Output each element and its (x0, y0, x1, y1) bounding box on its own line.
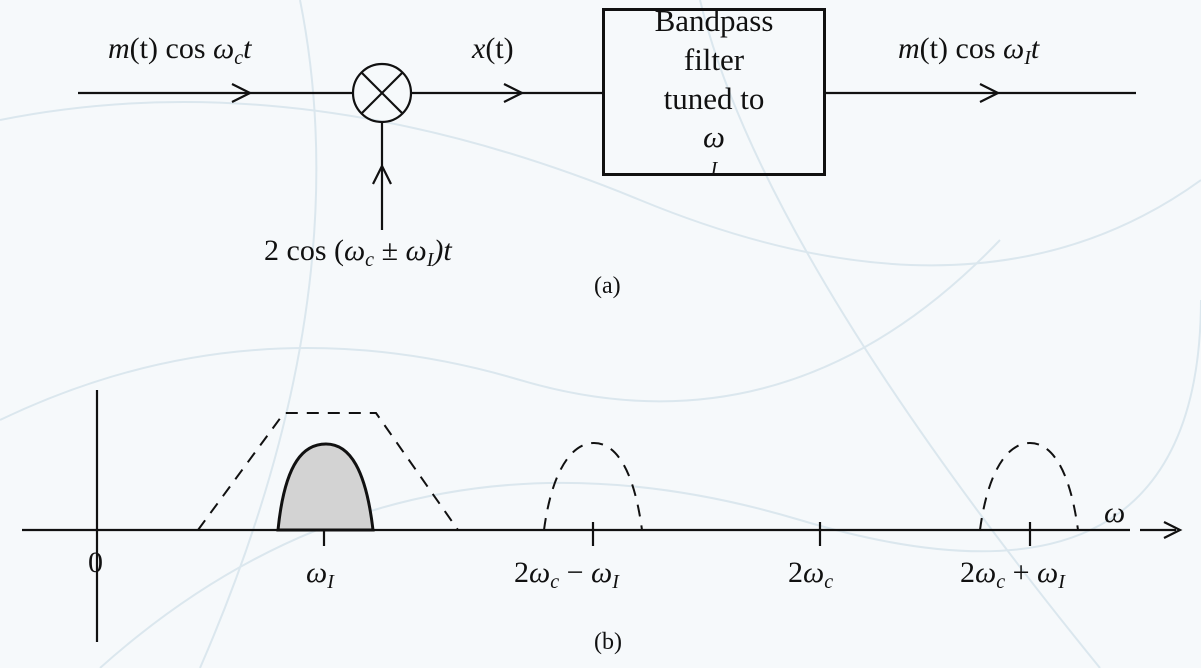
tick1-sub2: I (612, 571, 619, 593)
osc-label-omega1: ω (343, 234, 366, 267)
output-label-cos: cos (948, 32, 1003, 65)
tick1-two: 2 (514, 556, 529, 589)
filter-omega-sub: I (710, 158, 718, 180)
input-label-omega: ω (213, 32, 235, 65)
tick3-sub: c (996, 571, 1006, 593)
tick2-omega: ω (803, 556, 825, 589)
output-label-omega: ω (1003, 32, 1025, 65)
filter-passband-dashed (197, 412, 459, 531)
tick-label-2wc-plus-wi: 2ωc + ωI (960, 556, 1065, 593)
tick3-two: 2 (960, 556, 975, 589)
zero-label: 0 (88, 546, 103, 579)
axis-arrow-head (1163, 521, 1183, 539)
mixer-output-label: x(t) (472, 34, 514, 64)
oscillator-label: 2 cos (ωc ± ωI)t (264, 234, 452, 271)
oscillator-arrow (372, 163, 392, 185)
osc-label-pm: ± (374, 234, 406, 267)
mixer-output-x: x (472, 32, 486, 65)
input-label-paren: (t) (129, 32, 158, 65)
output-label-m: m (898, 32, 920, 65)
image-spectrum-2wc-plus-wi (979, 441, 1079, 531)
input-label-t: t (243, 32, 252, 65)
osc-label-sub2: I (426, 249, 434, 271)
tick-label-2wc: 2ωc (788, 556, 834, 593)
osc-label-omega2: ω (405, 234, 427, 267)
filter-line-1: Bandpass (654, 3, 774, 38)
mixer-output-paren: (t) (485, 32, 514, 65)
mixer-cross-b (361, 72, 403, 114)
input-label-sub: c (234, 47, 244, 69)
tick1-sub: c (550, 571, 560, 593)
tick3-omega: ω (975, 556, 997, 589)
tick2-sub: c (824, 571, 834, 593)
axis-omega: ω (1104, 496, 1126, 529)
osc-label-pre: 2 cos ( (264, 234, 344, 267)
osc-label-post: )t (433, 234, 452, 267)
caption-b: (b) (594, 629, 622, 655)
output-arrow (979, 83, 1001, 103)
input-label-m: m (108, 32, 130, 65)
filter-tuned-to: tuned to (663, 80, 765, 116)
image-spectrum-2wc-minus-wi (543, 441, 643, 531)
tick0-sub: I (327, 571, 334, 593)
input-arrow (231, 83, 253, 103)
mixer-output-arrow (503, 83, 525, 103)
output-label-sub: I (1024, 47, 1031, 69)
caption-a: (a) (594, 273, 621, 299)
output-label-paren: (t) (919, 32, 948, 65)
tick1-op: − (559, 556, 591, 589)
output-label-t: t (1030, 32, 1040, 65)
tick3-omega2: ω (1037, 556, 1059, 589)
tick-label-omega-i: ωI (306, 556, 334, 593)
tick3-op: + (1005, 556, 1037, 589)
tick1-omega: ω (529, 556, 551, 589)
filter-omega: ω (703, 119, 725, 155)
osc-label-sub1: c (365, 249, 375, 271)
tick-label-2wc-minus-wi: 2ωc − ωI (514, 556, 619, 593)
input-signal-label: m(t) cos ωct (108, 32, 252, 69)
output-signal-label: m(t) cos ωIt (898, 32, 1040, 69)
input-label-cos: cos (158, 32, 213, 65)
tick3-sub2: I (1058, 571, 1065, 593)
axis-label-omega: ω (1104, 498, 1125, 528)
baseband-spectrum-shaded (276, 442, 375, 532)
tick1-omega2: ω (591, 556, 613, 589)
filter-line-2: filter (683, 41, 745, 77)
tick0-omega: ω (306, 556, 328, 589)
tick2-two: 2 (788, 556, 803, 589)
